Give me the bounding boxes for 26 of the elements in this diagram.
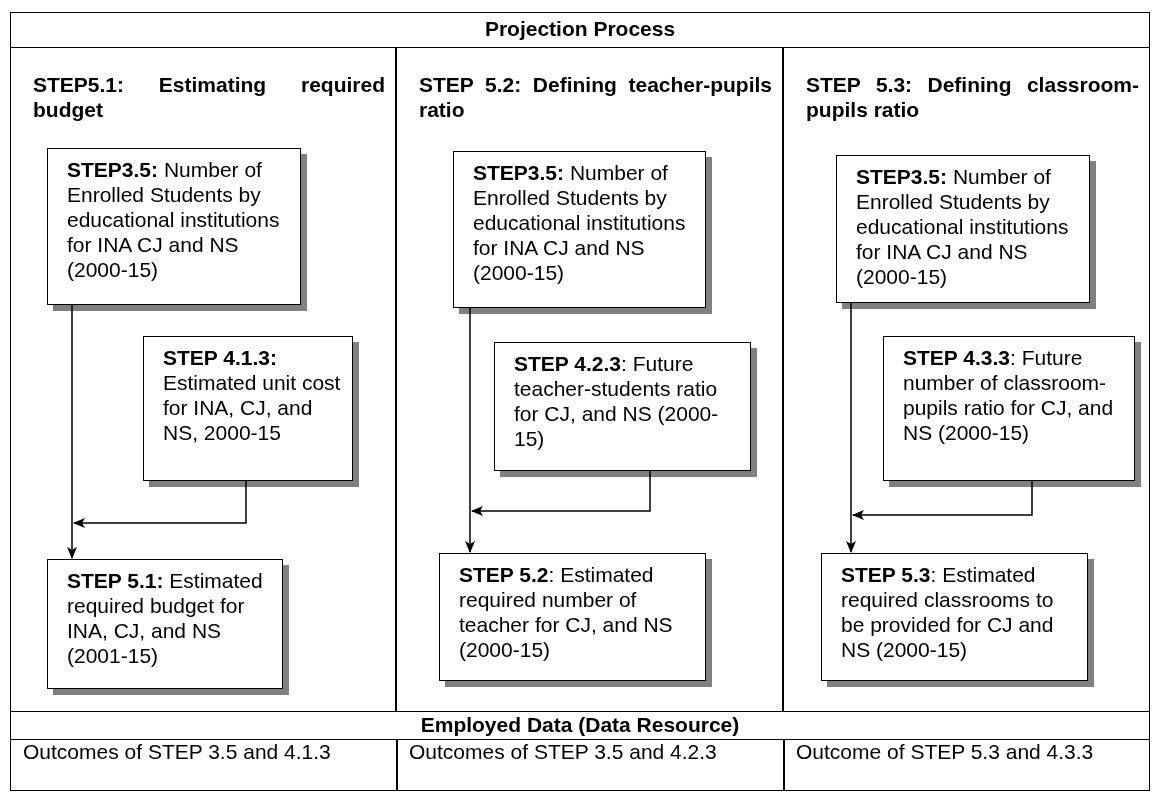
- box-text: STEP3.5: Number of Enrolled Students by educational institutions for INA CJ and NS (2000-15): [473, 160, 687, 285]
- column-heading: STEP 5.3: Defining classroom-pupils ratio: [806, 72, 1139, 122]
- table-header-cell: Employed Data (Data Resource): [10, 712, 1150, 740]
- box-text: STEP 5.2: Estimated required number of teacher for CJ, and NS (2000-15): [459, 562, 674, 662]
- arrow: [73, 480, 247, 528]
- table-title: Projection Process: [10, 12, 1150, 48]
- box-text: STEP 4.2.3: Future teacher-students ratio for CJ, and NS (2000-15): [514, 351, 720, 451]
- box-text: STEP 4.3.3: Future number of classroom-pupils ratio for CJ, and NS (2000-15): [903, 345, 1115, 445]
- box-text: STEP 4.1.3: Estimated unit cost for INA, CJ, and NS, 2000-15: [163, 345, 342, 445]
- step-column: [10, 47, 396, 712]
- arrow: [471, 470, 651, 516]
- arrow: [465, 307, 475, 553]
- arrow: [67, 304, 77, 559]
- step-column: [396, 47, 783, 712]
- box-text: STEP3.5: Number of Enrolled Students by educational institutions for INA CJ and NS (2000-15): [856, 164, 1070, 289]
- table-cell: Outcomes of STEP 3.5 and 4.2.3: [396, 739, 785, 791]
- box-text: STEP 5.1: Estimated required budget for INA, CJ, and NS (2001-15): [67, 568, 264, 668]
- step-column: [783, 47, 1150, 712]
- table-cell: Outcomes of STEP 3.5 and 4.1.3: [10, 739, 398, 791]
- table-cell: Outcome of STEP 5.3 and 4.3.3: [783, 739, 1150, 791]
- arrow: [846, 302, 856, 553]
- box-text: STEP 5.3: Estimated required classrooms to be provided for CJ and NS (2000-15): [841, 562, 1055, 662]
- arrow: [852, 480, 1033, 520]
- box-text: STEP3.5: Number of Enrolled Students by educational institutions for INA CJ and NS (2000-15): [67, 157, 281, 282]
- column-heading: STEP5.1: Estimating required budget: [33, 72, 385, 122]
- column-heading: STEP 5.2: Defining teacher-pupils ratio: [419, 72, 772, 122]
